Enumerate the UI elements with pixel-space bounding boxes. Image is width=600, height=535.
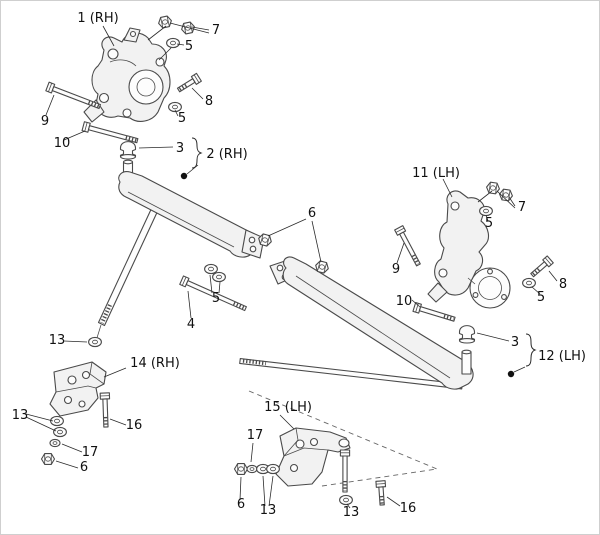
bolt-16-a [98,391,113,429]
callout-6-a: 6 [308,206,316,221]
callout-1-rh: 1 (RH) [77,11,118,26]
strut-arm-lh [269,256,474,390]
arm-pin-lh [461,349,472,375]
bolt-9-lh [392,223,425,269]
callout-8-b: 8 [559,277,567,292]
leader-lines-middle [63,218,322,343]
washer-13-f [339,494,353,506]
washer-13-a [88,336,102,348]
bolt-10-lh [411,300,458,326]
assembly-dot-12-lh [507,370,515,378]
assembly-dot-2-rh [180,172,188,180]
callout-3-b: 3 [511,335,519,350]
callout-labels: 1 (RH) 7 5 8 5 9 10 3 2 (RH) 6 11 (LH) 7… [12,11,586,520]
washer-5-lh-b [522,277,536,289]
knuckle-1-rh [83,27,171,123]
callout-7-b: 7 [518,200,526,215]
callout-8-a: 8 [205,94,213,109]
callout-16-b: 16 [400,501,417,516]
callout-3-a: 3 [176,141,184,156]
washer-17-b [246,464,258,474]
callout-13-a: 13 [49,333,66,348]
bolt-8-rh [174,71,204,96]
leader-lines-top-left [45,22,210,175]
bolt-16-b [374,478,389,507]
callout-7-a: 7 [212,23,220,38]
callout-17-b: 17 [247,428,264,443]
callout-13-c: 13 [260,503,277,518]
callout-9-a: 9 [41,114,49,129]
callout-2-rh: 2 (RH) [206,147,247,162]
knuckle-11-lh [427,190,511,309]
dashed-reference-lines [248,390,438,487]
callout-6-c: 6 [237,497,245,512]
brace-assembly-12-lh [525,333,537,367]
leader-lines-bottom-left [25,367,127,469]
callout-5-c: 5 [485,216,493,231]
nut-6-d [233,463,249,475]
bracket-15-lh [275,427,351,487]
callout-11-lh: 11 (LH) [412,166,460,181]
leader-lines-bottom-center [239,414,401,509]
brace-assembly-2-rh [191,137,203,169]
callout-9-b: 9 [392,262,400,277]
washer-13-e [266,463,280,475]
callout-4: 4 [187,317,195,332]
callout-5-b: 5 [178,111,186,126]
bushing-3-rh [119,141,137,160]
washer-5-mid-a [204,263,218,275]
strut-rod-lh [239,358,463,390]
callout-5-e: 5 [212,291,220,306]
callout-10-b: 10 [396,294,413,309]
bolt-mount-15 [338,448,352,494]
strut-rod-rh [95,194,165,342]
washer-5-lh-a [479,205,493,217]
leader-lines-right [396,178,558,373]
callout-5-a: 5 [185,39,193,54]
washer-17-a [49,438,61,448]
callout-10-a: 10 [54,136,71,151]
bushing-3-lh [458,325,476,344]
callout-16-a: 16 [126,418,143,433]
washer-5-rh-a [166,37,180,49]
washer-13-c [53,426,67,438]
callout-14-rh: 14 (RH) [130,356,180,371]
strut-arm-rh [118,171,265,259]
callout-15-lh: 15 (LH) [264,400,312,415]
callout-6-b: 6 [80,460,88,475]
callout-13-d: 13 [343,505,360,520]
washer-5-mid-b [212,271,226,283]
bracket-14-rh [49,361,107,417]
callout-5-d: 5 [537,290,545,305]
bolt-8-lh [527,254,556,281]
nut-6-c [40,453,56,465]
callout-13-b: 13 [12,408,29,423]
callout-17-a: 17 [82,445,99,460]
callout-12-lh: 12 (LH) [538,349,586,364]
